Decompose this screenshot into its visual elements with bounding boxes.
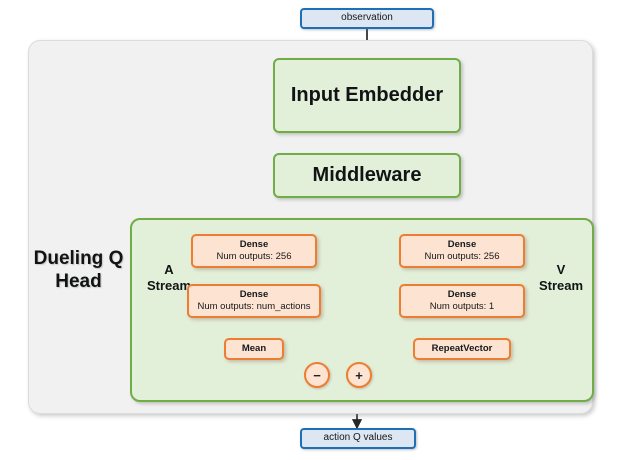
action-q-values-label: action Q values [323, 432, 393, 444]
v-dense-256-title: Dense [447, 239, 477, 251]
mean-label: Mean [241, 343, 267, 355]
v-dense-256-node[interactable]: Dense Num outputs: 256 [399, 234, 525, 268]
a-dense-numactions-title: Dense [239, 289, 269, 301]
add-operator[interactable]: + [346, 362, 372, 388]
a-dense-256-subtitle: Num outputs: 256 [216, 251, 292, 262]
v-dense-1-node[interactable]: Dense Num outputs: 1 [399, 284, 525, 318]
input-embedder-node[interactable]: Input Embedder [273, 58, 461, 133]
repeat-vector-label: RepeatVector [431, 343, 493, 355]
a-dense-numactions-subtitle: Num outputs: num_actions [197, 301, 311, 312]
observation-label: observation [341, 12, 393, 24]
a-dense-256-title: Dense [239, 239, 269, 251]
repeat-vector-node[interactable]: RepeatVector [413, 338, 511, 360]
a-dense-numactions-node[interactable]: Dense Num outputs: num_actions [187, 284, 321, 318]
mean-node[interactable]: Mean [224, 338, 284, 360]
v-dense-256-subtitle: Num outputs: 256 [424, 251, 500, 262]
middleware-node[interactable]: Middleware [273, 153, 461, 198]
a-dense-256-node[interactable]: Dense Num outputs: 256 [191, 234, 317, 268]
subtract-symbol: − [313, 367, 321, 383]
add-symbol: + [355, 367, 363, 383]
observation-node[interactable]: observation [300, 8, 434, 29]
v-dense-1-title: Dense [447, 289, 477, 301]
action-q-values-node[interactable]: action Q values [300, 428, 416, 449]
input-embedder-label: Input Embedder [290, 84, 444, 106]
subtract-operator[interactable]: − [304, 362, 330, 388]
middleware-label: Middleware [312, 164, 422, 186]
v-dense-1-subtitle: Num outputs: 1 [429, 301, 495, 312]
